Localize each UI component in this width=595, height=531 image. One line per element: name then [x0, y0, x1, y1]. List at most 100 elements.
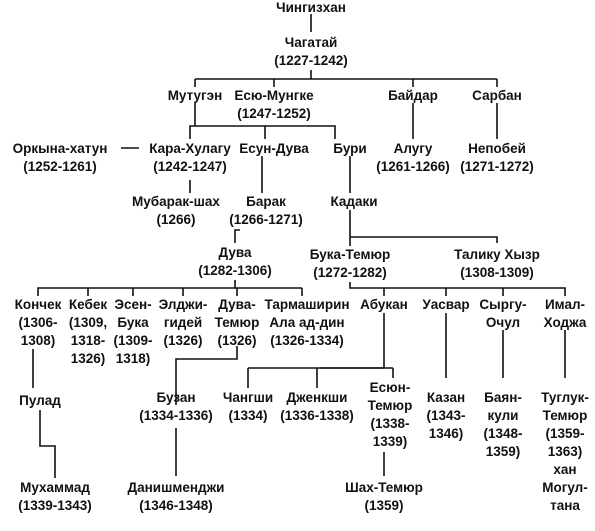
node-talik-khyzr-years: (1308-1309)	[460, 265, 534, 280]
node-tugluk-temur-line-3: (1359-	[545, 426, 584, 441]
node-tugluk-temur-line-6: Могул-	[542, 480, 588, 495]
person-nodes: Чингизхан Чагатай (1227-1242) Мутугэн Ес…	[13, 0, 589, 513]
node-chagatai-name: Чагатай	[285, 35, 338, 50]
node-esun-temur-line-4: 1339)	[373, 434, 408, 449]
node-esun-temur-line-2: Темюр	[368, 398, 413, 413]
node-duva-temur-line-3: (1326)	[217, 333, 256, 348]
edge-barak-duva	[234, 229, 240, 243]
edge-buka-temur-sons	[349, 282, 566, 296]
node-tarmashirin-line-2: Ала ад-дин	[269, 315, 344, 330]
node-chingizkhan: Чингизхан	[276, 0, 346, 15]
node-esun-temur-line-1: Есюн-	[370, 380, 411, 395]
node-tugluk-temur: Туглук- Темюр (1359- 1363) хан Могул- та…	[541, 390, 589, 513]
edge-mutugen-esun-duva	[194, 103, 266, 139]
node-danishmendzhi-years: (1346-1348)	[139, 498, 213, 513]
node-changshi: Чангши (1334)	[223, 390, 273, 423]
node-esen-buka-line-4: 1318)	[116, 351, 151, 366]
node-buka-temur-years: (1272-1282)	[313, 265, 387, 280]
node-tarmashirin-line-1: Тармаширин	[264, 297, 349, 312]
node-bayan-kuli-line-2: кули	[488, 408, 519, 423]
node-abukan: Абукан	[360, 297, 408, 312]
node-changshi-years: (1334)	[228, 408, 267, 423]
connector-lines	[32, 14, 566, 478]
node-imal-khodzha-line-1: Имал-	[545, 297, 585, 312]
node-esu-mungke-years: (1247-1252)	[237, 106, 311, 121]
node-konchek: Кончек (1306- 1308)	[15, 297, 62, 348]
node-duva-temur-line-1: Дува-	[218, 297, 255, 312]
node-nepobei-years: (1271-1272)	[460, 159, 534, 174]
node-duva-temur-line-2: Темюр	[215, 315, 260, 330]
node-tarmashirin: Тармаширин Ала ад-дин (1326-1334)	[264, 297, 349, 348]
node-mutugen: Мутугэн	[168, 88, 223, 103]
node-nepobei-name: Непобей	[468, 141, 526, 156]
node-kebek-line-3: 1318-	[71, 333, 106, 348]
node-uasvar: Уасвар	[422, 297, 469, 312]
node-konchek-line-2: (1306-	[18, 315, 57, 330]
node-konchek-line-1: Кончек	[15, 297, 62, 312]
node-esun-temur: Есюн- Темюр (1338- 1339)	[368, 380, 413, 449]
node-esun-duva: Есун-Дува	[239, 141, 309, 156]
node-mubarak-shah-years: (1266)	[156, 212, 195, 227]
node-barak-name: Барак	[246, 194, 286, 209]
node-konchek-line-3: 1308)	[21, 333, 56, 348]
node-bayan-kuli-line-3: (1348-	[483, 426, 522, 441]
node-chagatai-years: (1227-1242)	[274, 53, 348, 68]
node-duva-name: Дува	[219, 245, 252, 260]
node-kara-khulagu: Кара-Хулагу (1242-1247)	[149, 141, 231, 174]
node-baidar: Байдар	[388, 88, 438, 103]
node-esen-buka: Эсен- Бука (1309- 1318)	[113, 297, 152, 366]
node-kadaki: Кадаки	[330, 194, 377, 209]
node-duva: Дува (1282-1306)	[198, 245, 272, 278]
node-esu-mungke: Есю-Мунгке (1247-1252)	[234, 88, 314, 121]
node-buzan: Бузан (1334-1336)	[139, 390, 213, 423]
node-kebek-line-1: Кебек	[69, 297, 107, 312]
node-eldzhigidei-line-2: гидей	[164, 315, 202, 330]
node-tugluk-temur-line-4: 1363)	[548, 444, 583, 459]
node-tugluk-temur-line-7: тана	[550, 498, 580, 513]
node-alugu-years: (1261-1266)	[376, 159, 450, 174]
node-bayan-kuli: Баян- кули (1348- 1359)	[483, 390, 522, 459]
node-eldzhigidei: Элджи- гидей (1326)	[159, 297, 208, 348]
node-bayan-kuli-line-4: 1359)	[486, 444, 521, 459]
node-kebek: Кебек (1309, 1318- 1326)	[69, 297, 107, 366]
node-syrgu-ochul-line-2: Очул	[486, 315, 520, 330]
node-imal-khodzha-line-2: Ходжа	[544, 315, 587, 330]
node-kebek-line-4: 1326)	[71, 351, 106, 366]
node-dzhenkshi-name: Дженкши	[287, 390, 348, 405]
node-mubarak-shah-name: Мубарак-шах	[132, 194, 220, 209]
node-buzan-years: (1334-1336)	[139, 408, 213, 423]
node-duva-years: (1282-1306)	[198, 263, 272, 278]
node-dzhenkshi-years: (1336-1338)	[280, 408, 354, 423]
node-esen-buka-line-3: (1309-	[113, 333, 152, 348]
node-duva-temur: Дува- Темюр (1326)	[215, 297, 260, 348]
node-orkina-khatun-years: (1252-1261)	[23, 159, 97, 174]
node-tarmashirin-line-3: (1326-1334)	[270, 333, 344, 348]
node-shah-temur-years: (1359)	[364, 498, 403, 513]
edge-mutugen-kara-khulagu	[189, 125, 195, 139]
node-syrgu-ochul: Сыргу- Очул	[479, 297, 526, 330]
node-dzhenkshi: Дженкши (1336-1338)	[280, 390, 354, 423]
node-kazan-line-2: (1343-	[426, 408, 465, 423]
node-buzan-name: Бузан	[156, 390, 195, 405]
node-mukhammad-years: (1339-1343)	[18, 498, 92, 513]
node-eldzhigidei-line-1: Элджи-	[159, 297, 208, 312]
node-mukhammad: Мухаммад (1339-1343)	[18, 480, 92, 513]
node-orkina-khatun: Оркына-хатун (1252-1261)	[13, 141, 108, 174]
node-sarban: Сарбан	[472, 88, 522, 103]
node-esen-buka-line-2: Бука	[117, 315, 149, 330]
node-chagatai: Чагатай (1227-1242)	[274, 35, 348, 68]
node-changshi-name: Чангши	[223, 390, 273, 405]
node-imal-khodzha: Имал- Ходжа	[544, 297, 587, 330]
node-pulad: Пулад	[19, 393, 61, 408]
node-barak-years: (1266-1271)	[229, 212, 303, 227]
node-esun-temur-line-3: (1338-	[370, 416, 409, 431]
node-esu-mungke-name: Есю-Мунгке	[234, 88, 314, 103]
node-kazan: Казан (1343- 1346)	[426, 390, 465, 441]
node-kebek-line-2: (1309,	[69, 315, 107, 330]
node-alugu: Алугу (1261-1266)	[376, 141, 450, 174]
node-orkina-khatun-name: Оркына-хатун	[13, 141, 108, 156]
node-buka-temur-name: Бука-Темюр	[310, 247, 390, 262]
edge-kadaki-sons	[349, 210, 498, 243]
node-kazan-line-3: 1346)	[429, 426, 464, 441]
